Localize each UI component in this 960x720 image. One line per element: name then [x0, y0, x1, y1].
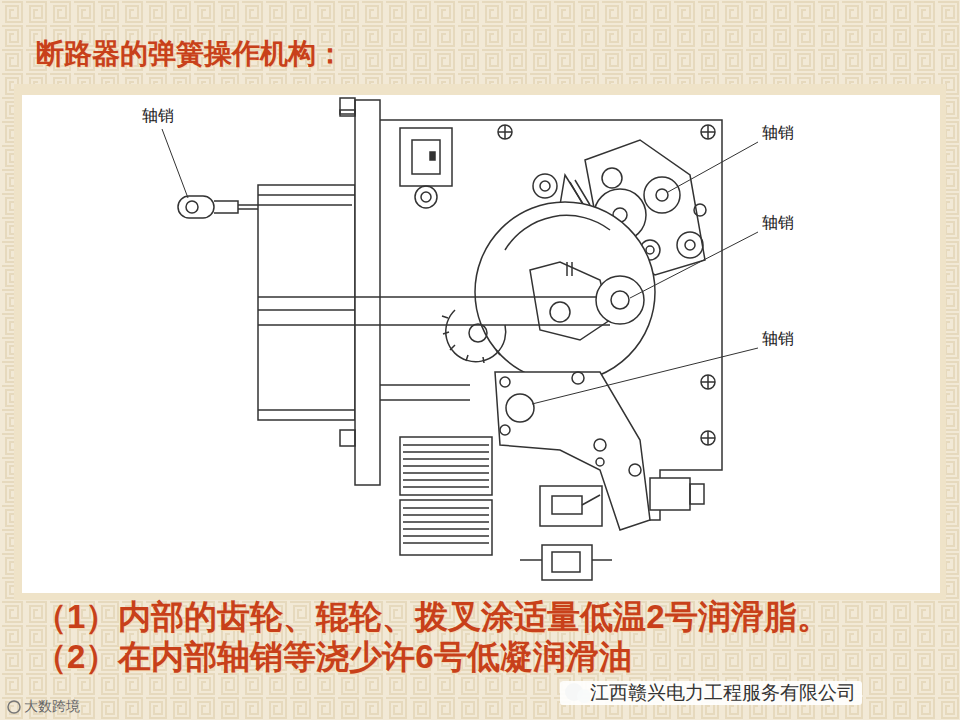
mechanism-drawing-part [469, 324, 487, 342]
mechanism-drawing-part [596, 458, 604, 466]
mechanism-drawing-part [500, 377, 510, 387]
part-label: 轴销 [760, 214, 796, 232]
mechanism-drawing-part [550, 302, 570, 322]
mechanism-drawing-part [656, 189, 668, 201]
drawing-panel-part [22, 95, 940, 593]
mechanism-drawing-part [475, 202, 655, 382]
mechanism-drawing-part [644, 177, 680, 213]
mechanism-drawing-part [650, 478, 690, 510]
mechanism-drawing-part [506, 394, 534, 422]
mechanism-drawing-part [258, 185, 355, 420]
leader-line-part [532, 348, 758, 404]
mechanism-drawing-part [540, 181, 550, 191]
mechanism-drawing-part [258, 409, 355, 411]
mechanism-drawing-part [178, 196, 214, 218]
mechanism-drawing-part [421, 192, 431, 202]
watermark-text: 江西赣兴电力工程服务有限公司 [560, 681, 862, 705]
mechanism-drawing-part [380, 399, 470, 401]
logo-icon [8, 701, 20, 713]
mechanism-drawing-part [505, 215, 610, 250]
mechanism-drawing-part [694, 204, 706, 216]
mechanism-drawing-part [403, 508, 489, 543]
leader-line-part [162, 129, 188, 198]
mechanism-drawing-part [400, 128, 452, 186]
mechanism-drawing-part [238, 204, 352, 206]
mechanism-drawing-part [498, 125, 512, 139]
mechanism-drawing-part [611, 291, 629, 309]
mechanism-drawing-part [238, 208, 258, 210]
mechanism-drawing-part [596, 276, 644, 324]
mechanism-drawing-part [533, 174, 557, 198]
mechanism-drawing-part [594, 439, 606, 451]
mechanism-drawing [178, 98, 722, 580]
mechanism-drawing-part [701, 125, 715, 139]
leader-line-part [630, 232, 758, 298]
leader-line-part [668, 142, 758, 192]
slide-title: 断路器的弹簧操作机构： [36, 38, 344, 70]
mechanism-drawing-part [701, 375, 715, 389]
mechanism-drawing-part [258, 296, 610, 298]
logo-icon-part [8, 701, 20, 713]
mechanism-drawing-part [592, 559, 612, 561]
slide-background-part [14, 84, 946, 600]
mechanism-drawing-part [685, 240, 695, 250]
mechanism-drawing-part [629, 464, 641, 476]
mechanism-drawing-part [340, 430, 355, 446]
mechanism-drawing-part [572, 372, 584, 384]
mechanism-drawing-part [677, 232, 703, 258]
instruction-note: （2）在内部轴销等浇少许6号低凝润滑油 [34, 638, 632, 676]
mechanism-drawing-part [258, 309, 355, 311]
mechanism-drawing-part [520, 559, 542, 561]
mechanism-drawing-part [380, 120, 722, 520]
part-label: 轴销 [760, 124, 796, 142]
mechanism-drawing-part [552, 552, 580, 572]
mechanism-drawing-part [355, 100, 380, 485]
leader-line [162, 129, 758, 404]
mechanism-drawing-part [446, 310, 506, 362]
mechanism-drawing-part [566, 262, 568, 276]
mechanism-drawing-part [442, 316, 500, 363]
mechanism-drawing-part [498, 125, 512, 139]
mechanism-drawing-part [400, 437, 492, 495]
mechanism-drawing-part [258, 324, 610, 326]
drawing-panel [22, 95, 940, 593]
mechanism-drawing-part [415, 186, 437, 208]
mechanism-drawing-part [380, 384, 470, 386]
mechanism-drawing-part [552, 496, 582, 514]
mechanism-drawing-part [214, 201, 238, 213]
mechanism-drawing-part [701, 431, 715, 445]
mechanism-drawing-part [340, 98, 355, 114]
mechanism-drawing-part [582, 495, 600, 505]
logo-text: 大数跨境 [24, 698, 80, 714]
instruction-note: （1）内部的齿轮、辊轮、拨叉涂适量低温2号润滑脂。 [34, 598, 830, 636]
mechanism-drawing-part [701, 375, 715, 389]
mechanism-drawing-part [186, 201, 198, 213]
mechanism-drawing-part [400, 500, 492, 555]
mechanism-drawing-part [602, 168, 622, 188]
mechanism-drawing-part [646, 246, 654, 254]
part-label: 轴销 [760, 330, 796, 348]
mechanism-drawing-part [258, 194, 355, 196]
mechanism-drawing-part [403, 445, 489, 487]
mechanism-drawing-part [500, 425, 510, 435]
mechanism-drawing-part [690, 484, 704, 504]
mechanism-drawing-part [542, 545, 592, 580]
mechanism-drawing-part [430, 152, 435, 160]
mechanism-drawing-part [495, 372, 650, 530]
mechanism-drawing-part [571, 262, 573, 276]
mechanism-drawing-part [701, 431, 715, 445]
part-label: 轴销 [140, 107, 176, 125]
mechanism-drawing-part [701, 125, 715, 139]
mechanism-drawing-part [540, 486, 602, 526]
mechanism-drawing-part [340, 110, 355, 116]
mechanism-drawing-part [412, 140, 440, 174]
